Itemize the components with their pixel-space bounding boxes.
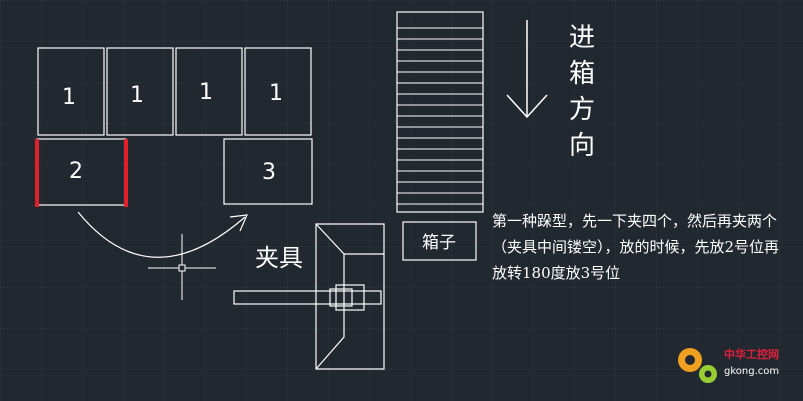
box-1a-label: 1 bbox=[62, 85, 76, 110]
gear-icon bbox=[678, 348, 717, 383]
box-1b-label: 1 bbox=[130, 83, 144, 108]
direction-label-1: 进 bbox=[569, 23, 595, 53]
box-1c-label: 1 bbox=[199, 80, 213, 105]
direction-label-3: 方 bbox=[569, 95, 595, 125]
conveyor-frame bbox=[396, 11, 484, 213]
watermark-logo: 中华工控网 gkong.com bbox=[678, 347, 779, 383]
watermark-site-url: gkong.com bbox=[724, 366, 779, 377]
fixture-label: 夹具 bbox=[255, 244, 303, 272]
rotation-arrow-head bbox=[229, 214, 248, 232]
direction-arrow-icon bbox=[506, 20, 548, 119]
watermark-site-name: 中华工控网 bbox=[724, 347, 779, 361]
box-1c bbox=[175, 47, 243, 136]
box-2-label: 2 bbox=[69, 159, 83, 184]
palletizing-note: 第一种跺型，先一下夹四个，然后再夹两个（夹具中间镂空），放的时候，先放2号位再放… bbox=[492, 212, 780, 282]
box-label: 箱子 bbox=[422, 233, 456, 253]
top-row-boxes bbox=[37, 47, 312, 136]
direction-label-2: 箱 bbox=[569, 59, 595, 89]
box-label-frame bbox=[402, 221, 477, 261]
fixture-drawing bbox=[233, 223, 385, 370]
crosshair-cursor bbox=[148, 234, 216, 300]
box-3-label: 3 bbox=[262, 160, 276, 185]
box-1d bbox=[244, 47, 312, 136]
direction-label-4: 向 bbox=[569, 131, 595, 161]
box-1a bbox=[37, 47, 105, 136]
box-1b bbox=[106, 47, 174, 136]
rotation-arc bbox=[77, 211, 246, 258]
box-position-3 bbox=[223, 138, 313, 205]
conveyor-slats bbox=[397, 27, 483, 205]
box-1d-label: 1 bbox=[269, 81, 283, 106]
